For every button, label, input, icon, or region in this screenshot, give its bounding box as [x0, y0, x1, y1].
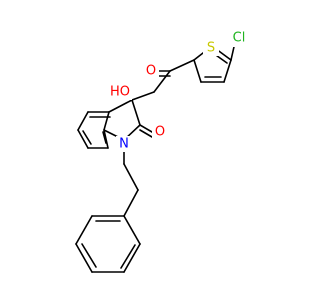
bond: [75, 243, 93, 273]
bond: [108, 99, 133, 113]
ketone-oxygen-label: O: [146, 64, 156, 79]
bond: [123, 215, 141, 245]
molecule-structure: Cl S O HO O N: [75, 30, 249, 273]
atom-labels: Cl S O HO O N: [108, 31, 249, 152]
bond: [102, 131, 107, 144]
nitrogen-label: N: [119, 137, 129, 152]
bond: [81, 243, 97, 268]
bond: [153, 70, 171, 93]
bond: [75, 215, 93, 245]
ketone-linker: [131, 59, 195, 101]
bond: [77, 111, 89, 131]
bond: [123, 243, 141, 273]
bond: [103, 129, 109, 149]
sulfur-label: S: [207, 41, 215, 56]
chlorine-label: Cl: [233, 31, 246, 46]
hydroxyl-label: HO: [110, 85, 130, 100]
bond: [82, 130, 92, 145]
bond: [131, 91, 155, 101]
bond: [223, 59, 232, 83]
bond: [123, 189, 139, 217]
phenyl-ring: [75, 215, 141, 273]
oxindole-core: [77, 91, 153, 149]
bond: [139, 124, 153, 133]
bond: [120, 244, 136, 269]
bond: [193, 59, 202, 83]
bond: [77, 129, 89, 149]
bond: [123, 163, 139, 191]
lactam-oxygen-label: O: [155, 125, 165, 140]
bond: [169, 59, 195, 72]
bond: [139, 129, 153, 138]
bond: [131, 99, 141, 126]
bond: [103, 111, 110, 131]
